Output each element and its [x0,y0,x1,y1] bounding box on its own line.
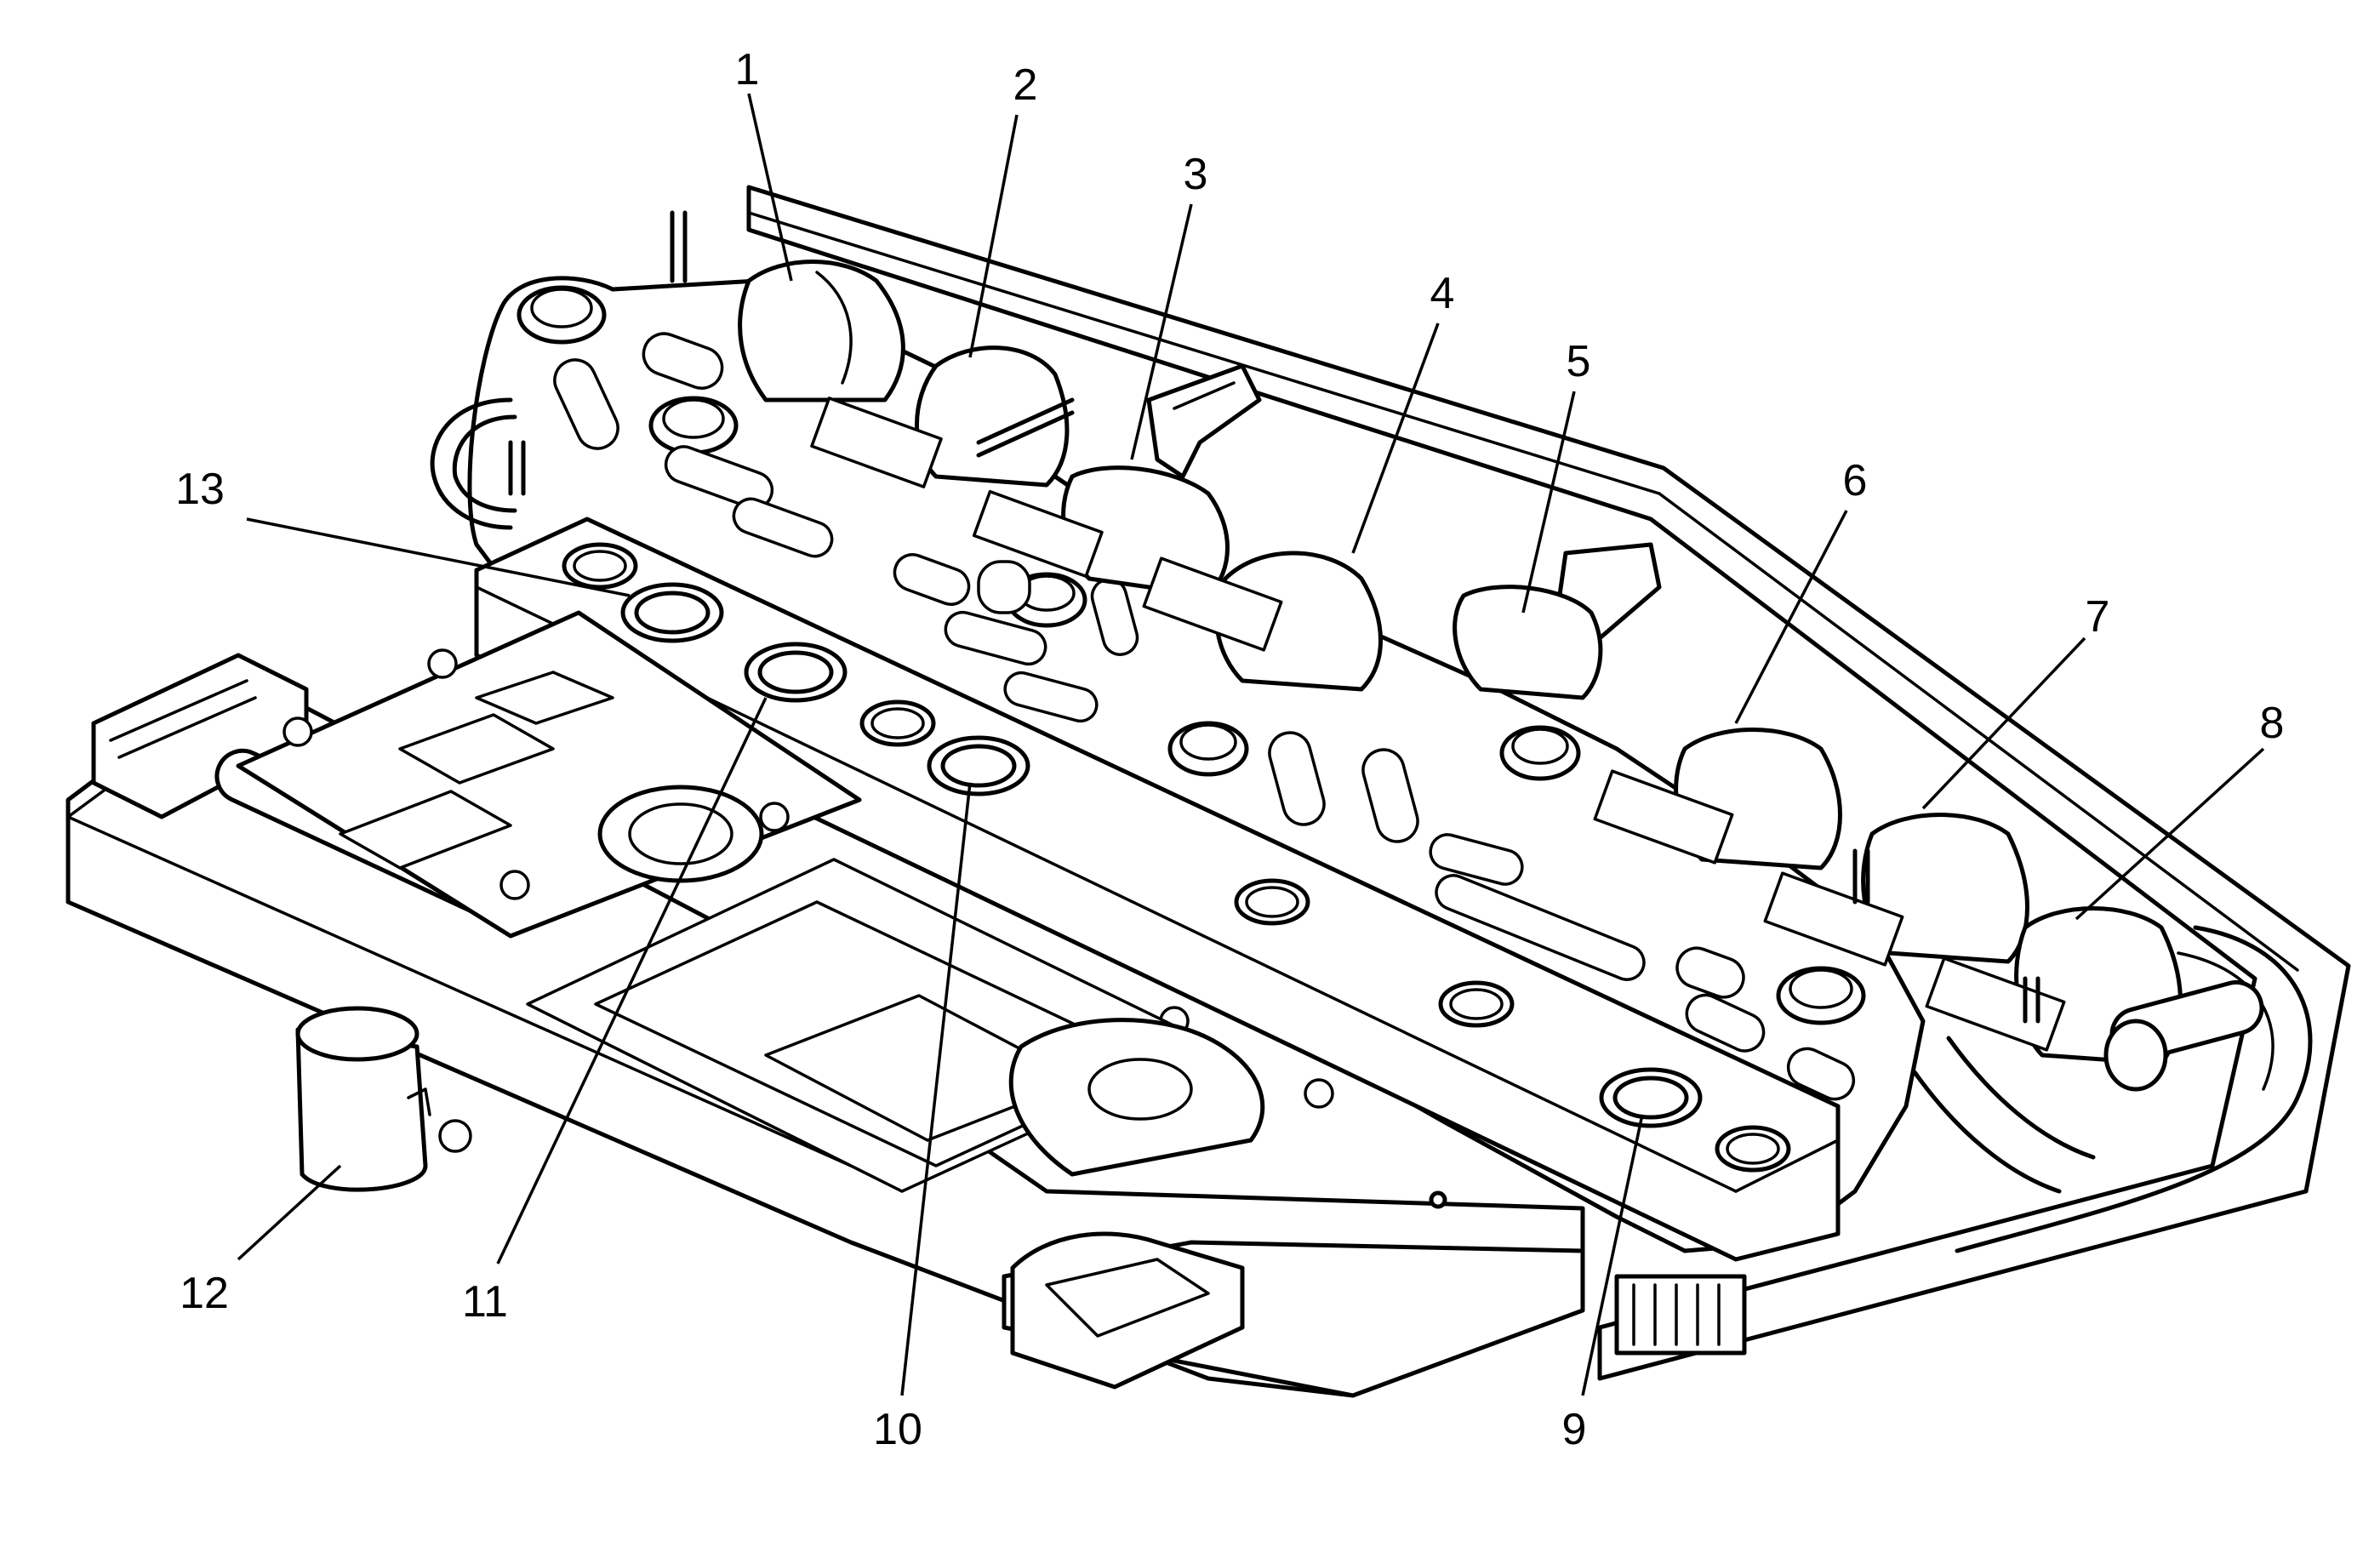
leader-12 [237,1164,342,1261]
callout-2: 2 [1013,60,1038,110]
callout-4: 4 [1430,269,1455,318]
callout-6: 6 [1843,456,1868,505]
leader-3 [1130,203,1193,460]
manifold-plate [474,517,1841,1262]
leader-11 [496,697,768,1264]
leader-9 [1581,1114,1644,1396]
leader-8 [2075,747,2265,921]
callout-leaders [237,93,2265,1396]
leader-13 [246,517,631,597]
leader-4 [1351,323,1440,554]
leader-7 [1921,636,2086,810]
solenoid-group [430,210,2264,1194]
callout-11: 11 [462,1277,508,1327]
leader-5 [1521,391,1576,614]
callout-13: 13 [175,465,225,514]
leader-10 [900,782,972,1396]
leader-6 [1734,510,1848,724]
callout-7: 7 [2086,592,2110,642]
callout-8: 8 [2260,699,2285,748]
callout-9: 9 [1562,1405,1587,1454]
callout-3: 3 [1184,150,1208,199]
callout-10: 10 [873,1405,922,1454]
leader-2 [968,114,1019,358]
callout-12: 12 [180,1269,229,1318]
callout-labels: 1 2 3 4 5 6 7 8 9 10 11 12 13 [175,45,2284,1454]
leader-1 [747,93,793,282]
lower-frame [66,610,1747,1398]
callout-1: 1 [735,45,760,94]
rear-housing-tray [746,185,2351,1381]
callout-5: 5 [1567,337,1591,386]
